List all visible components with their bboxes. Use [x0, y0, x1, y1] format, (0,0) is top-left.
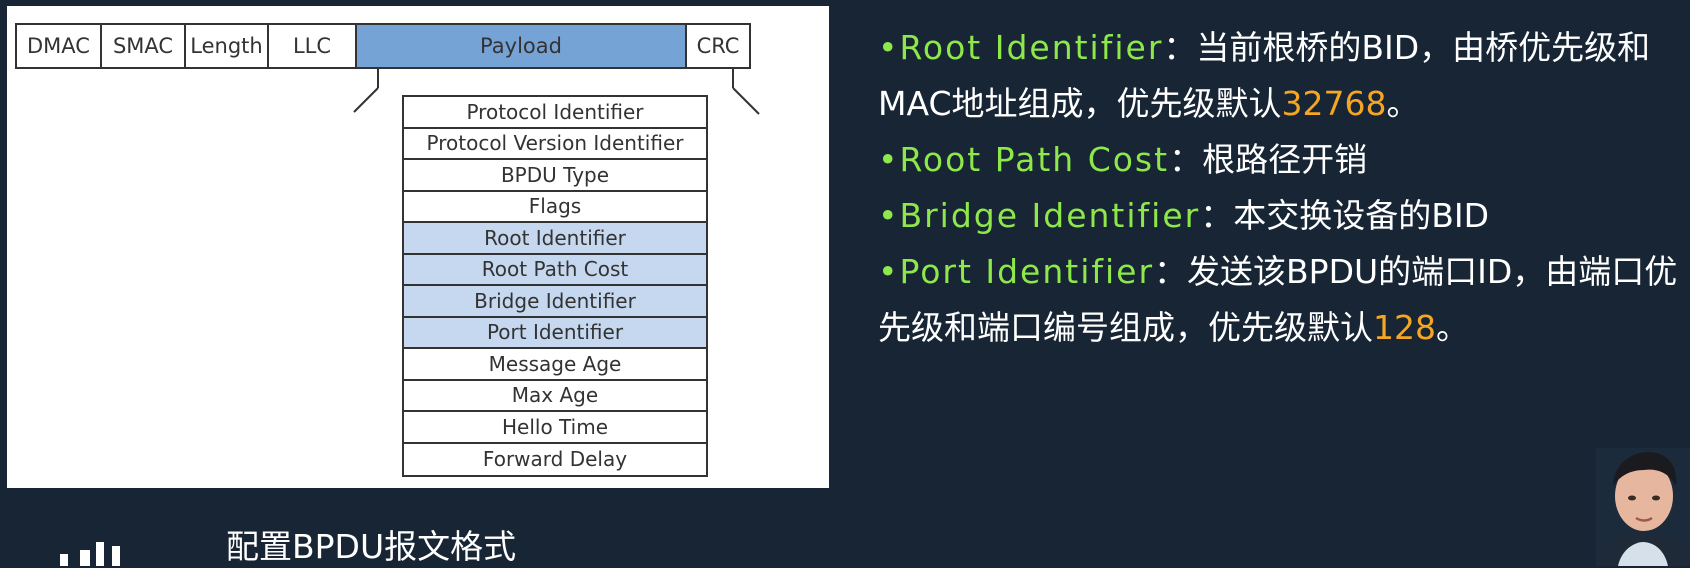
frame-field-length: Length [186, 25, 269, 67]
description-text: ：发送该BPDU的端口ID，由端口优先级和端口编号组成，优先级默认 [878, 252, 1678, 347]
description-item: •Bridge Identifier：本交换设备的BID [878, 188, 1678, 244]
field-term: •Root Identifier [878, 28, 1164, 67]
bpdu-field-port-identifier: Port Identifier [404, 317, 706, 349]
description-text: 。 [1386, 84, 1420, 123]
bpdu-field-protocol-identifier: Protocol Identifier [404, 97, 706, 129]
frame-field-payload: Payload [357, 25, 687, 67]
bpdu-field-bpdu-type: BPDU Type [404, 160, 706, 192]
description-item: •Root Identifier：当前根桥的BID，由桥优先级和MAC地址组成，… [878, 20, 1678, 132]
bpdu-field-max-age: Max Age [404, 380, 706, 412]
bpdu-field-root-identifier: Root Identifier [404, 223, 706, 255]
bpdu-field-bridge-identifier: Bridge Identifier [404, 286, 706, 318]
description-text: 。 [1436, 308, 1469, 347]
field-term: •Bridge Identifier [878, 196, 1201, 235]
description-text: ：本交换设备的BID [1200, 196, 1489, 235]
presenter-video-thumbnail [1596, 448, 1690, 566]
diagram-caption: 配置BPDU报文格式 [226, 527, 517, 566]
decorative-letters-icon [60, 542, 120, 566]
frame-field-crc: CRC [696, 34, 740, 58]
field-term: •Root Path Cost [878, 140, 1170, 179]
description-text: ：当前根桥的BID，由桥优先级和MAC地址组成，优先级默认 [878, 28, 1651, 123]
description-text: ：根路径开销 [1169, 140, 1368, 179]
bpdu-field-message-age: Message Age [404, 349, 706, 381]
frame-field-smac: SMAC [102, 25, 186, 67]
default-priority-value: 128 [1373, 308, 1436, 347]
description-item: •Root Path Cost：根路径开销 [878, 132, 1678, 188]
bpdu-field-root-path-cost: Root Path Cost [404, 254, 706, 286]
field-description-list: •Root Identifier：当前根桥的BID，由桥优先级和MAC地址组成，… [878, 20, 1678, 356]
default-priority-value: 32768 [1281, 84, 1387, 123]
payload-expansion-lines [353, 69, 760, 115]
bpdu-field-protocol-version-identifier: Protocol Version Identifier [404, 128, 706, 160]
frame-field-dmac: DMAC [17, 25, 102, 67]
bpdu-field-flags: Flags [404, 191, 706, 223]
bpdu-field-hello-time: Hello Time [404, 412, 706, 444]
left-connector-diagonal [353, 87, 379, 113]
frame-field-llc: LLC [269, 25, 357, 67]
right-connector-diagonal [732, 87, 760, 115]
description-item: •Port Identifier：发送该BPDU的端口ID，由端口优先级和端口编… [878, 244, 1678, 356]
bpdu-field-forward-delay: Forward Delay [404, 443, 706, 475]
field-term: •Port Identifier [878, 252, 1155, 291]
